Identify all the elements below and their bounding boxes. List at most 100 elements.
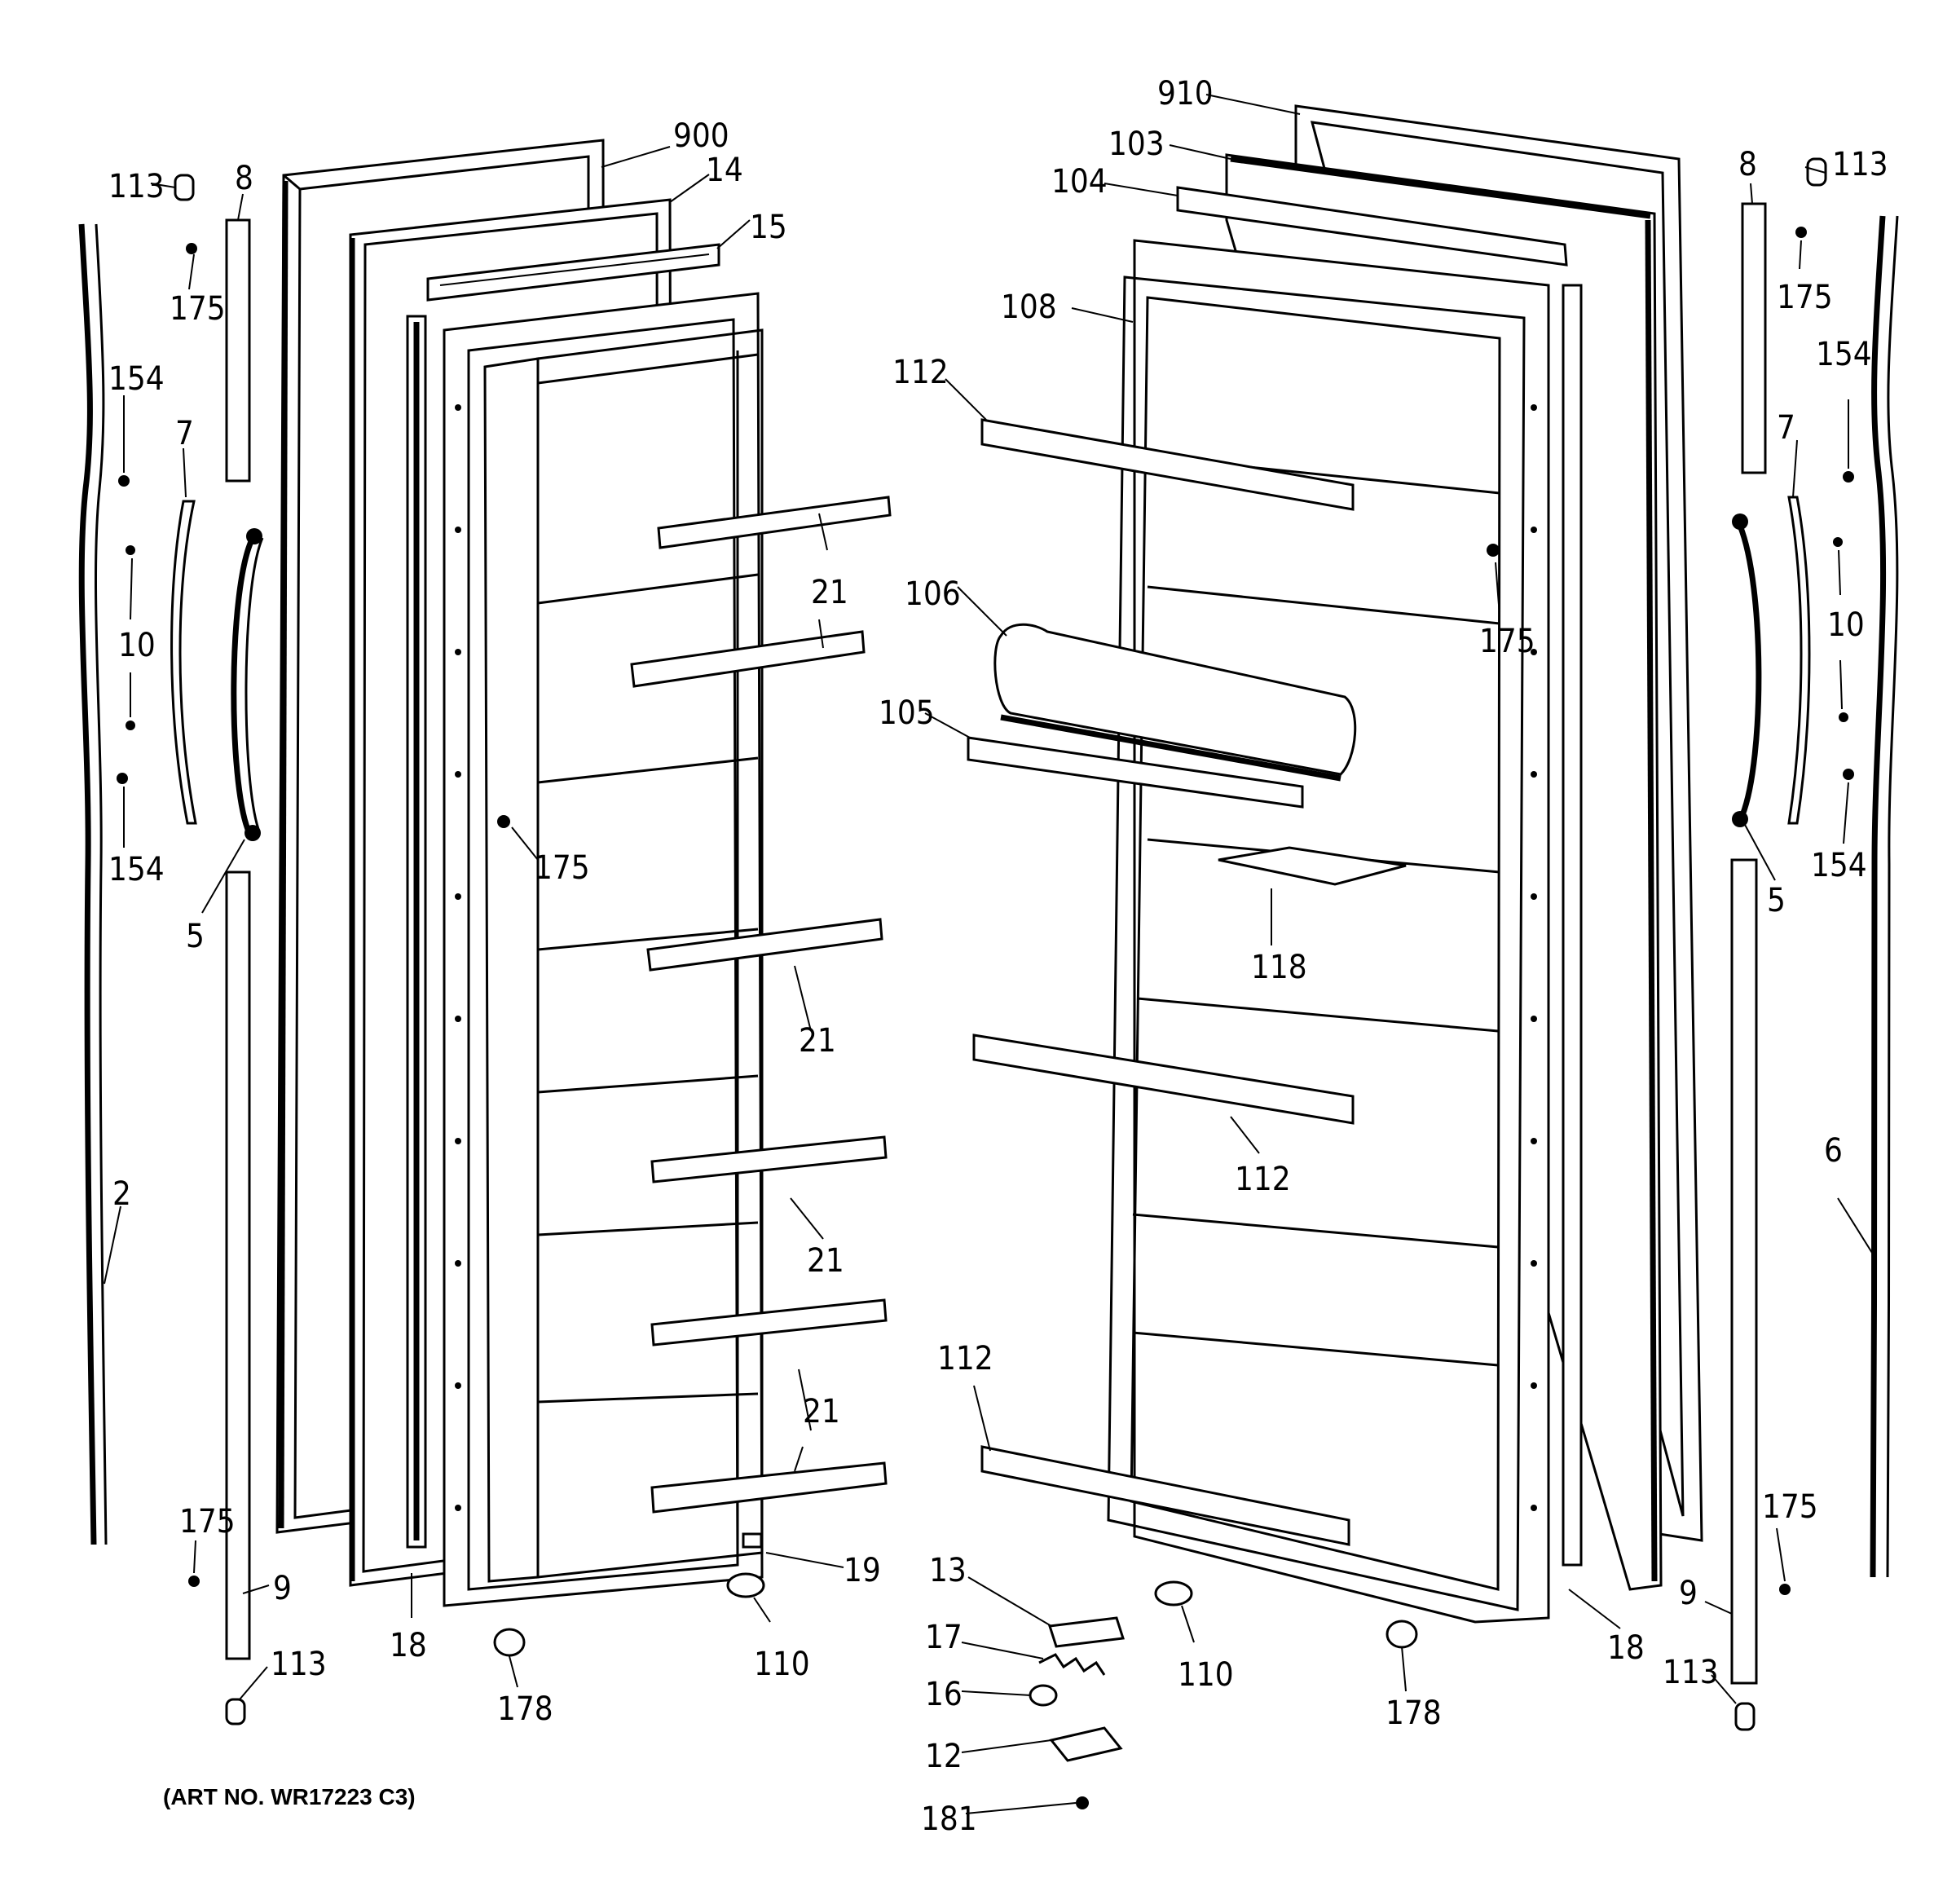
label-154-upper-right: 154 <box>1816 336 1872 373</box>
hinge-12 <box>1049 1726 1123 1762</box>
label-106: 106 <box>905 575 961 613</box>
label-103: 103 <box>1108 126 1165 163</box>
right-cam-110 <box>1154 1580 1193 1606</box>
label-175-right-liner: 175 <box>1479 623 1535 660</box>
left-vertical-trim <box>406 315 427 1549</box>
label-181: 181 <box>921 1800 977 1838</box>
label-10-right: 10 <box>1827 606 1865 644</box>
leader-lines <box>104 94 1877 1814</box>
screw-154-lower <box>117 773 128 784</box>
right-bottom-endcap-113 <box>1734 1702 1756 1731</box>
right-lower-cap <box>1730 858 1758 1685</box>
label-12: 12 <box>925 1738 963 1775</box>
label-21-a: 21 <box>811 574 848 611</box>
label-178-left: 178 <box>497 1690 553 1728</box>
label-9-left: 9 <box>273 1570 292 1607</box>
screw-175-upper <box>186 243 197 254</box>
screw-10-upper <box>126 545 135 555</box>
label-178-right: 178 <box>1386 1695 1442 1732</box>
label-21-c: 21 <box>807 1242 844 1280</box>
right-shelf-bars <box>972 418 1355 1546</box>
label-18-left: 18 <box>390 1627 427 1664</box>
label-154-lower-right: 154 <box>1811 847 1867 884</box>
left-bracket-19 <box>742 1532 763 1549</box>
left-side-trim <box>78 223 97 1545</box>
label-900: 900 <box>673 117 729 155</box>
label-16: 16 <box>925 1676 963 1713</box>
label-9-right: 9 <box>1679 1575 1698 1612</box>
left-small-parts <box>117 174 765 1726</box>
label-113-bottom-left: 113 <box>271 1646 327 1683</box>
label-112-bottom: 112 <box>937 1340 993 1377</box>
screw-10-lower <box>126 721 135 730</box>
right-handle <box>1732 513 1762 827</box>
label-175-liner: 175 <box>534 849 590 887</box>
screw-181 <box>1076 1796 1089 1809</box>
label-112-middle: 112 <box>1235 1161 1291 1198</box>
left-top-endcap-113 <box>174 174 195 201</box>
label-17: 17 <box>925 1619 963 1656</box>
bearing-16 <box>1029 1684 1058 1707</box>
label-15: 15 <box>750 209 787 246</box>
label-21-b: 21 <box>799 1022 836 1060</box>
label-21-d: 21 <box>803 1393 840 1430</box>
right-inner-liner <box>1107 239 1550 1624</box>
left-breaker-strip <box>426 243 720 302</box>
label-154-upper-left: 154 <box>108 360 165 398</box>
label-10-left: 10 <box>118 627 156 664</box>
label-113-top-left: 113 <box>108 168 165 205</box>
left-upper-cap <box>225 218 251 483</box>
right-vertical-trim <box>1562 284 1583 1567</box>
label-5-right: 5 <box>1767 882 1786 919</box>
label-8-left: 8 <box>235 160 253 197</box>
liner-screw-holes <box>455 404 461 1511</box>
label-13: 13 <box>929 1552 967 1589</box>
hinge-plate-13 <box>1048 1616 1125 1648</box>
butter-tray <box>1218 846 1407 886</box>
label-18-right: 18 <box>1607 1629 1645 1667</box>
label-7-left: 7 <box>175 415 194 452</box>
label-105: 105 <box>879 694 935 732</box>
left-shelf-bars <box>630 496 892 1514</box>
label-8-right: 8 <box>1738 146 1757 183</box>
label-110-right: 110 <box>1178 1656 1234 1694</box>
dairy-shelf <box>967 736 1304 809</box>
label-154-lower-left: 154 <box>108 851 165 888</box>
label-110-left: 110 <box>754 1646 810 1683</box>
liner-screw-holes-right <box>1531 404 1537 1511</box>
label-2: 2 <box>112 1175 131 1213</box>
left-door-stop-178 <box>493 1628 526 1657</box>
label-175-top-right: 175 <box>1777 279 1833 316</box>
label-14: 14 <box>706 152 743 189</box>
label-104: 104 <box>1051 163 1108 201</box>
right-side-trim <box>1870 215 1887 1578</box>
art-number-caption: (ART NO. WR17223 C3) <box>163 1784 416 1809</box>
label-19: 19 <box>844 1552 881 1589</box>
label-108: 108 <box>1001 289 1057 326</box>
right-upper-cap <box>1741 202 1767 474</box>
right-breaker-strip <box>1176 186 1568 267</box>
left-bottom-endcap-113 <box>225 1698 246 1726</box>
label-910: 910 <box>1157 75 1214 112</box>
right-handle-trim <box>1787 496 1811 825</box>
left-lower-cap <box>225 870 251 1660</box>
left-door-assembly <box>78 139 892 1726</box>
label-175-bottom-left: 175 <box>179 1503 236 1540</box>
label-112-top: 112 <box>892 354 949 391</box>
right-door-assembly <box>967 104 1899 1731</box>
label-7-right: 7 <box>1777 409 1795 447</box>
right-small-parts <box>1154 157 1854 1731</box>
label-113-bottom-right: 113 <box>1663 1654 1719 1691</box>
screw-175-liner <box>497 815 510 828</box>
label-113-top-right: 113 <box>1832 146 1888 183</box>
left-cam-110 <box>726 1572 765 1598</box>
shim-17 <box>1038 1653 1106 1676</box>
left-handle <box>231 528 264 841</box>
label-5-left: 5 <box>186 918 205 955</box>
right-door-stop-178 <box>1386 1620 1418 1649</box>
label-175-bottom-right: 175 <box>1762 1488 1818 1526</box>
screw-154-upper <box>118 475 130 487</box>
left-handle-trim <box>170 500 197 825</box>
